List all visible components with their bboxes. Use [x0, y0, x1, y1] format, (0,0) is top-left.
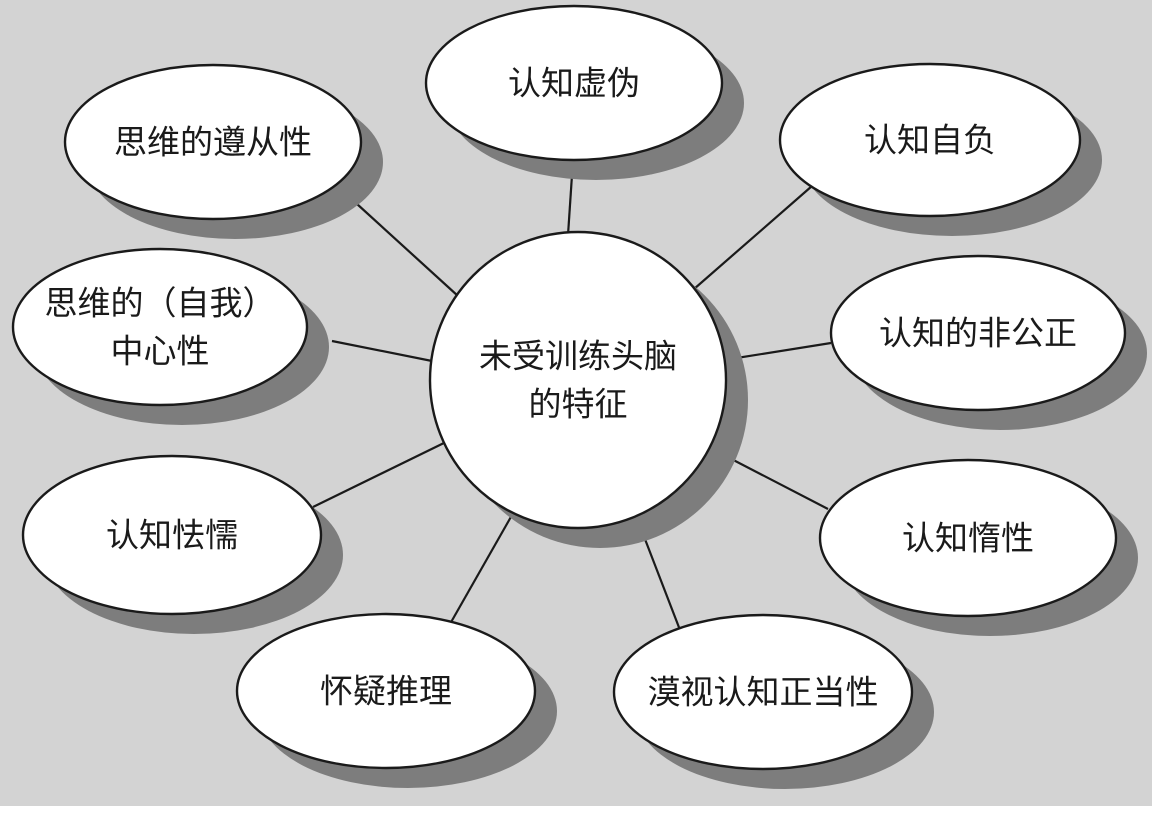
- node-ellipse-conformity-of-thinking: [63, 63, 363, 221]
- node-doubt-reasoning-label-line-1: 怀疑推理: [320, 672, 452, 711]
- node-cognitive-arrogance-label-line-1: 认知自负: [864, 121, 996, 160]
- center-node-circle: [428, 230, 728, 530]
- connector-egocentric-thinking: [331, 339, 433, 363]
- node-disregard-cognitive-justification: 漠视认知正当性: [612, 613, 914, 771]
- connector-doubt-reasoning: [449, 507, 517, 625]
- node-cognitive-arrogance: 认知自负: [778, 62, 1082, 218]
- node-ellipse-cognitive-cowardice: [21, 454, 323, 616]
- node-cognitive-laziness-label-line-1: 认知惰性: [902, 519, 1034, 558]
- node-doubt-reasoning: 怀疑推理: [235, 612, 537, 770]
- node-ellipse-cognitive-hypocrisy: [424, 4, 724, 162]
- node-cognitive-unfairness: 认知的非公正: [829, 254, 1127, 412]
- connector-cognitive-unfairness: [723, 341, 832, 362]
- node-ellipse-egocentric-thinking: [11, 247, 309, 407]
- connector-cognitive-cowardice: [312, 440, 449, 508]
- node-cognitive-hypocrisy: 认知虚伪: [424, 4, 724, 162]
- node-ellipse-disregard-cognitive-justification: [612, 613, 914, 771]
- node-cognitive-cowardice-label-line-1: 认知怯懦: [106, 516, 238, 555]
- node-cognitive-unfairness-label-line-1: 认知的非公正: [879, 314, 1077, 353]
- node-egocentric-thinking-label-line-1: 思维的（自我）: [45, 284, 276, 323]
- node-egocentric-thinking: 思维的（自我） 中心性: [11, 247, 309, 407]
- node-cognitive-cowardice: 认知怯懦: [21, 454, 323, 616]
- node-conformity-of-thinking: 思维的遵从性: [63, 63, 363, 221]
- connector-cognitive-arrogance: [685, 185, 813, 297]
- node-conformity-of-thinking-label-line-1: 思维的遵从性: [114, 123, 312, 162]
- center-node-label-line-2: 的特征: [529, 385, 628, 424]
- node-ellipse-cognitive-arrogance: [778, 62, 1082, 218]
- node-egocentric-thinking-label-line-2: 中心性: [111, 332, 210, 371]
- node-ellipse-cognitive-unfairness: [829, 254, 1127, 412]
- connector-conformity-of-thinking: [356, 203, 459, 297]
- node-ellipse-doubt-reasoning: [235, 612, 537, 770]
- node-cognitive-hypocrisy-label-line-1: 认知虚伪: [508, 64, 640, 103]
- center-node-label-line-1: 未受训练头脑: [479, 337, 677, 376]
- node-disregard-cognitive-justification-label-line-1: 漠视认知正当性: [648, 673, 879, 712]
- node-cognitive-laziness: 认知惰性: [818, 458, 1118, 618]
- node-ellipse-cognitive-laziness: [818, 458, 1118, 618]
